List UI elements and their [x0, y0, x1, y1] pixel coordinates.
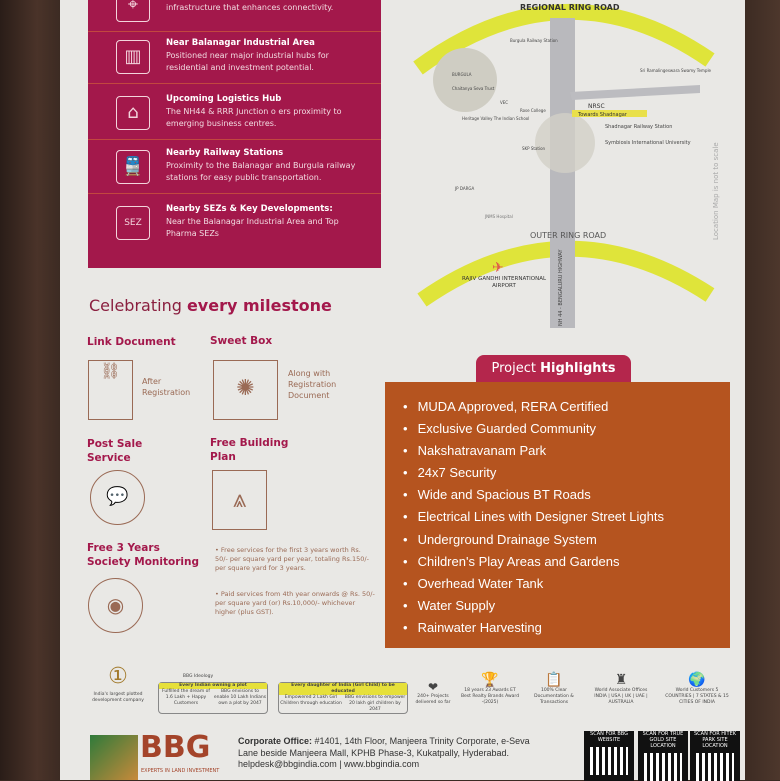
monitoring-note: • Paid services from 4th year onwards @ …: [215, 590, 375, 616]
highlight-item: Children's Play Areas and Gardens: [403, 551, 730, 573]
qr-bbg-website[interactable]: SCAN FOR BBG WEBSITE: [584, 731, 634, 781]
wood-background-left: [0, 0, 62, 780]
towards-label: Towards Shadnagar: [577, 112, 628, 118]
map-place: Rose College: [520, 108, 546, 113]
feature-item: ▥ Near Balanagar Industrial Area Positio…: [88, 32, 381, 84]
bbg-logo-mark: [90, 735, 138, 780]
burgula-zone: [433, 48, 497, 112]
contact-links[interactable]: helpdesk@bbgindia.com | www.bbgindia.com: [238, 759, 420, 769]
wood-background-right: [742, 0, 780, 780]
airport-label-box: RAJIV GANDHI INTERNATIONAL AIRPORT: [461, 276, 547, 289]
heart-hand-icon: ❤: [427, 680, 439, 694]
highlight-item: 24x7 Security: [403, 462, 730, 484]
map-place: Sri Ramalingeswara Swamy Temple: [640, 68, 712, 73]
map-place: JNMS Hospital: [484, 214, 513, 219]
industry-icon: ▥: [116, 40, 150, 74]
map-place: Shadnagar Railway Station: [605, 124, 672, 130]
globe-icon: 🌍: [688, 672, 706, 688]
gift-box-icon: ✺: [213, 360, 278, 420]
badge-documentation: 📋100% Clear Documentation & Transactions: [528, 672, 580, 706]
feature-item: 🚆 Nearby Railway Stations Proximity to t…: [88, 142, 381, 194]
rrr-label: REGIONAL RING ROAD: [520, 3, 620, 12]
highlight-item: Water Supply: [403, 595, 730, 617]
highlight-item: Exclusive Guarded Community: [403, 418, 730, 440]
highlight-item: Electrical Lines with Designer Street Li…: [403, 506, 730, 528]
location-map: REGIONAL RING ROAD OUTER RING ROAD Towar…: [413, 3, 720, 328]
clipboard-icon: 📋: [545, 672, 563, 688]
project-highlights-panel: MUDA Approved, RERA CertifiedExclusive G…: [385, 382, 730, 648]
map-place: NRSC: [588, 103, 605, 110]
highlight-item: Underground Drainage System: [403, 529, 730, 551]
society-monitoring-title: Free 3 Years Society Monitoring: [87, 542, 199, 568]
map-place: Burgula Railway Station: [510, 38, 558, 43]
headset-chat-icon: 💬: [90, 470, 145, 525]
highlight-item: MUDA Approved, RERA Certified: [403, 396, 730, 418]
map-place: SKP Station: [522, 146, 546, 151]
map-disclaimer: Location Map is not to scale: [712, 142, 720, 240]
map-place: BURGULA: [452, 72, 472, 77]
monitoring-note: • Free services for the first 3 years wo…: [215, 546, 369, 572]
number-one-laurel-icon: ①: [108, 664, 128, 689]
ideology-label: BBG Ideology: [182, 674, 214, 679]
map-place: Symbiosis International University: [605, 140, 691, 146]
badge-awards: 🏆18 years 23 Awards ET Best Realty Brand…: [460, 672, 520, 705]
highlight-item: Rainwater Harvesting: [403, 617, 730, 639]
monitoring-signal-icon: ◉: [88, 578, 143, 633]
qr-hitek-park-location[interactable]: SCAN FOR HITEK PARK SITE LOCATION: [690, 731, 740, 781]
map-place: Heritage Valley The Indian School: [462, 116, 529, 121]
map-place: Chaitanya Seva Trust: [452, 86, 495, 91]
highlight-item: Overhead Water Tank: [403, 573, 730, 595]
location-features-panel: ⌖ Just 2.5 km away from Nh44 and 2 km fr…: [88, 0, 381, 268]
towards-shadnagar-label-bg: [572, 110, 647, 117]
regional-ring-road: [413, 3, 715, 75]
highway-label: NH 44 - BENGALURU HIGHWAY: [558, 248, 564, 326]
bbg-logo: BBG: [140, 730, 211, 765]
trophy-icon: 🏆: [481, 672, 499, 688]
qr-true-gold-location[interactable]: SCAN FOR TRUE GOLD SITE LOCATION: [638, 731, 688, 781]
corporate-office-address: Corporate Office: #1401, 14th Floor, Man…: [238, 736, 580, 771]
feature-item: ⌖ Just 2.5 km away from Nh44 and 2 km fr…: [88, 0, 381, 32]
badge-projects: ❤240+ Projects delivered so far: [412, 680, 454, 706]
map-place: VEC: [500, 100, 508, 105]
sweet-box-title: Sweet Box: [210, 335, 273, 347]
airplane-icon: ✈: [492, 260, 504, 276]
orr-label: OUTER RING ROAD: [530, 231, 606, 240]
badge-offices: ♜World Associate Offices INDIA | USA | U…: [588, 672, 654, 706]
compass-blueprint-icon: ⩓: [212, 470, 267, 530]
map-place: JP DARGA: [454, 186, 474, 191]
highlight-item: Wide and Spacious BT Roads: [403, 484, 730, 506]
badge-girl-education: Every daughter of India (Girl Child) to …: [278, 682, 408, 714]
bbg-tagline: EXPERTS IN LAND INVESTMENT: [141, 768, 220, 774]
link-document-title: Link Document: [87, 336, 176, 348]
linked-document-icon: ⛓: [88, 360, 133, 420]
feature-item: SEZ Nearby SEZs & Key Developments: Near…: [88, 198, 381, 250]
milestone-heading: Celebrating every milestone: [89, 296, 332, 315]
sez-building-icon: SEZ: [116, 206, 150, 240]
train-icon: 🚆: [116, 150, 150, 184]
building-plan-title: Free Building Plan: [210, 437, 289, 463]
project-highlights-tab: Project Highlights: [476, 355, 631, 382]
post-sale-title: Post Sale Service: [87, 438, 143, 464]
nh44-highway: [550, 18, 575, 328]
badge-customers: 🌍World Customers 5 COUNTRIES | 7 STATES …: [662, 672, 732, 706]
warehouse-icon: ⌂: [116, 96, 150, 130]
location-route-icon: ⌖: [116, 0, 150, 22]
airport-label: RAJIV GANDHI INTERNATIONAL AIRPORT: [461, 276, 547, 289]
highlight-item: Nakshatravanam Park: [403, 440, 730, 462]
feature-item: ⌂ Upcoming Logistics Hub The NH44 & RRR …: [88, 88, 381, 140]
tower-icon: ♜: [614, 672, 628, 688]
shadnagar-zone: [535, 113, 595, 173]
side-road: [570, 85, 700, 100]
badge-ideology: Every Indian owning a plot Fulfilled the…: [158, 682, 268, 714]
